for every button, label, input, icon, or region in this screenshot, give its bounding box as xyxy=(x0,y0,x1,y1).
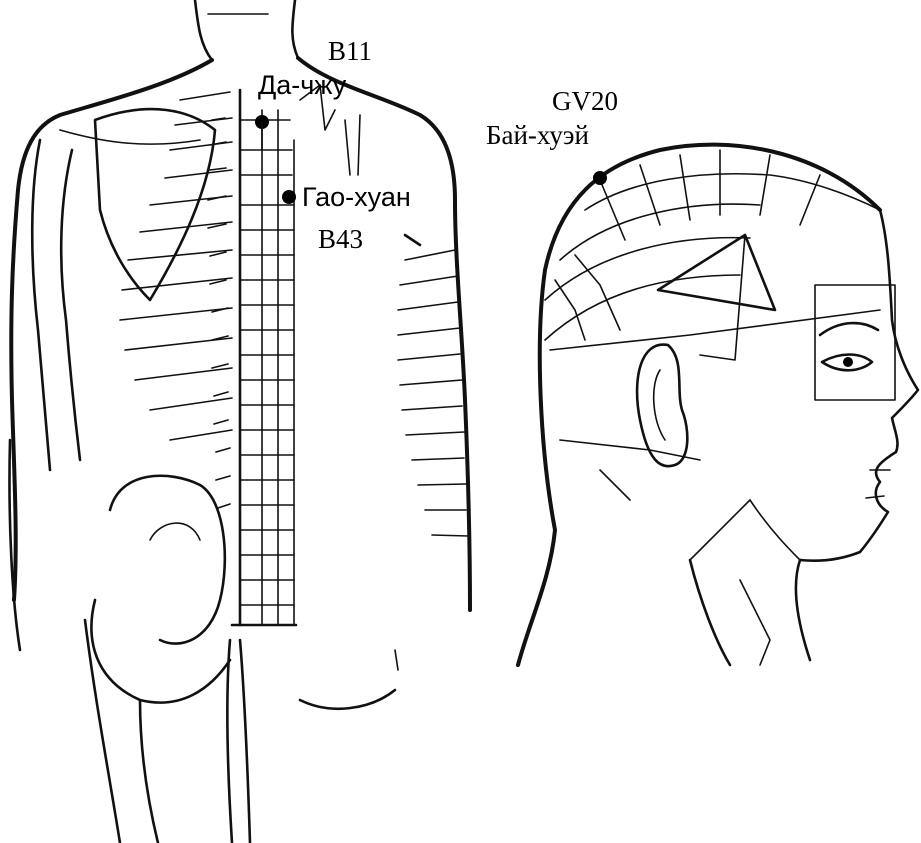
b11-name-label: Да-чжу xyxy=(258,72,346,99)
b43-code-label: B43 xyxy=(318,226,363,253)
b11-code-label: B11 xyxy=(328,38,372,65)
spine-grid xyxy=(232,90,296,625)
gv20-name-label: Бай-хуэй xyxy=(486,122,589,149)
b43-point xyxy=(282,190,296,204)
back-figure xyxy=(9,0,470,843)
head-figure xyxy=(518,145,918,665)
gv20-point xyxy=(593,171,607,185)
b43-name-label: Гао-хуан xyxy=(302,184,411,211)
gv20-code-label: GV20 xyxy=(552,88,618,115)
